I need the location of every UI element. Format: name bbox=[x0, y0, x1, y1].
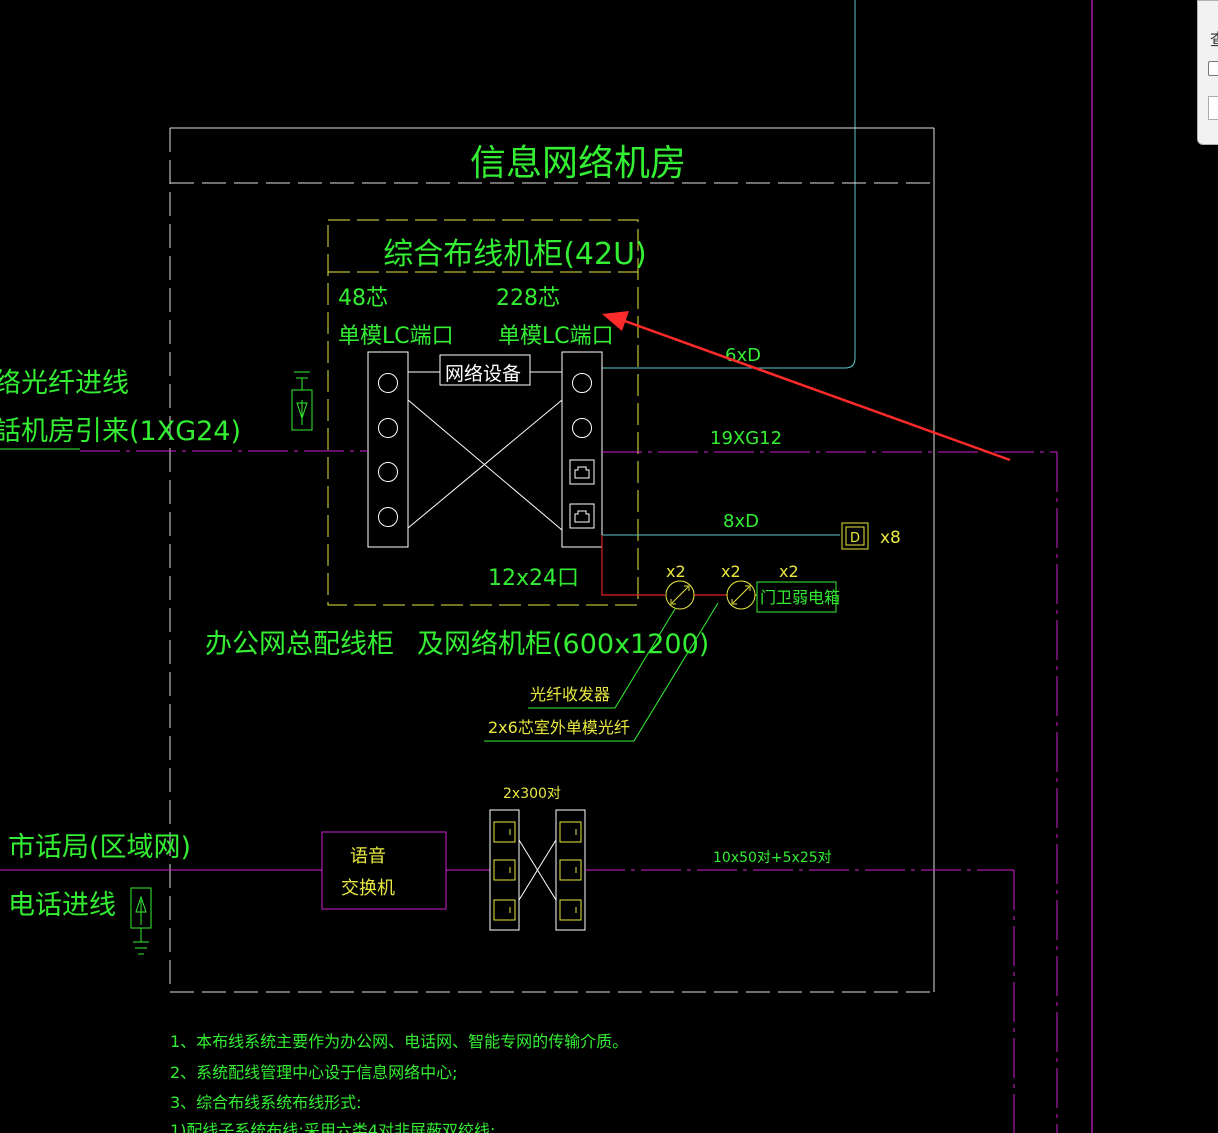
office-network-cabinet-label: 及网络机柜(600x1200) bbox=[417, 629, 709, 660]
network-device-box[interactable] bbox=[439, 354, 531, 386]
voice-pairs-label: 2x300对 bbox=[503, 786, 561, 802]
side-panel-input[interactable] bbox=[1208, 96, 1218, 120]
phone-arrester-symbol bbox=[130, 887, 152, 955]
fiber-incoming-line1: 络光纤进线 bbox=[0, 368, 129, 399]
right-patch-ports bbox=[569, 373, 595, 529]
cable-8xd-label: 8xD bbox=[723, 511, 759, 532]
note-line-2: 2、系统配线管理中心设于信息网络中心; bbox=[170, 1063, 458, 1082]
x2-label-a: x2 bbox=[666, 562, 686, 581]
voice-switch-line1: 语音 bbox=[350, 846, 386, 867]
transceiver-label: 光纤收发器 bbox=[530, 685, 610, 704]
phone-incoming-line1: 市话局(区域网) bbox=[8, 832, 191, 863]
fiber-leader-lines bbox=[484, 602, 719, 742]
x2-label-c: x2 bbox=[779, 562, 799, 581]
cabinet-title: 综合布线机柜(42U) bbox=[383, 237, 647, 272]
left-patch-ports bbox=[378, 373, 398, 527]
left-fiber-count: 48芯 bbox=[338, 286, 388, 311]
voice-cross-connect bbox=[518, 839, 557, 901]
cabinet-frame bbox=[327, 219, 639, 606]
side-panel-checkbox[interactable] bbox=[1208, 61, 1218, 76]
voice-cable-label: 10x50对+5x25对 bbox=[713, 850, 832, 866]
cable-19xg12-label: 19XG12 bbox=[710, 428, 782, 449]
right-fiber-count: 228芯 bbox=[496, 286, 560, 311]
fiber-transceiver-b bbox=[726, 580, 756, 610]
room-frame bbox=[169, 127, 935, 993]
cyan-riser-line bbox=[602, 0, 856, 369]
voice-frame-left[interactable] bbox=[489, 809, 520, 931]
voice-frame-blocks bbox=[493, 821, 582, 921]
x2-label-b: x2 bbox=[721, 562, 741, 581]
guard-box-label: 门卫弱电箱 bbox=[760, 588, 840, 607]
right-port-type: 单模LC端口 bbox=[498, 324, 614, 349]
fiber-arrester-symbol bbox=[291, 371, 313, 431]
right-patch-panel[interactable] bbox=[561, 351, 603, 548]
fiber-incoming-line2: 話机房引来(1XG24) bbox=[0, 416, 241, 447]
note-line-3: 3、综合布线系统布线形式: bbox=[170, 1093, 362, 1112]
red-wire bbox=[601, 535, 665, 596]
fiber-transceiver-a bbox=[665, 580, 695, 610]
note-line-1: 1、本布线系统主要作为办公网、电话网、智能专网的传输介质。 bbox=[170, 1032, 628, 1051]
annotation-arrow bbox=[602, 311, 1011, 462]
note-line-4: 1)配线子系统布线:采用六类4对非屏蔽双绞线; bbox=[170, 1121, 495, 1133]
outlet-quantity-x8: x8 bbox=[880, 528, 901, 548]
d-outlet-symbol bbox=[841, 522, 869, 550]
voice-switch-line2: 交换机 bbox=[341, 878, 395, 899]
room-title: 信息网络机房 bbox=[470, 143, 686, 184]
ports-12x24-label: 12x24口 bbox=[488, 566, 579, 591]
left-patch-panel[interactable] bbox=[367, 351, 409, 548]
d-outlet-letter: D bbox=[850, 531, 860, 546]
side-search-panel[interactable]: 查 bbox=[1197, 0, 1218, 145]
network-device-label: 网络设备 bbox=[445, 363, 521, 385]
outdoor-fiber-label: 2x6芯室外单模光纤 bbox=[488, 718, 630, 737]
phone-incoming-line2: 电话进线 bbox=[8, 890, 116, 921]
left-port-type: 单模LC端口 bbox=[338, 324, 454, 349]
office-distribution-label: 办公网总配线柜 bbox=[205, 629, 394, 660]
side-panel-glyph: 查 bbox=[1210, 26, 1218, 50]
guard-box[interactable] bbox=[756, 581, 837, 613]
patch-cross-connect bbox=[407, 371, 563, 531]
